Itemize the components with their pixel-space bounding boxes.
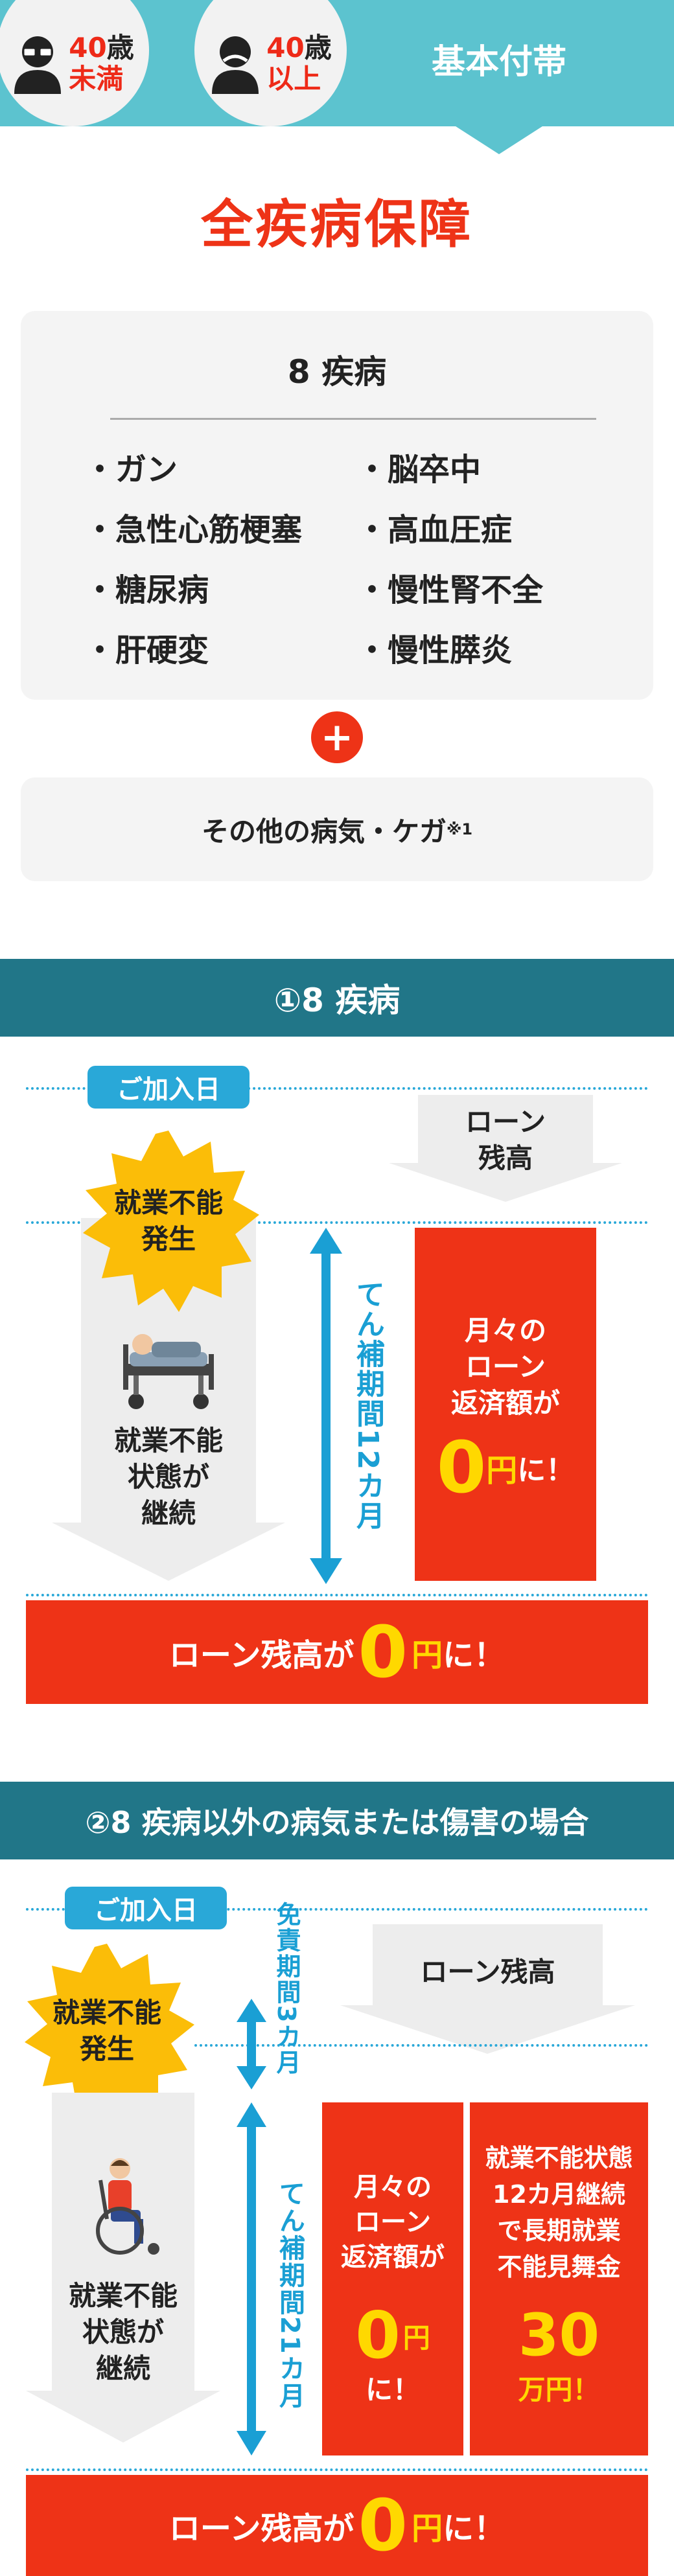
coverage-period-label-2: てん補期間21カ月 — [275, 2180, 305, 2409]
exempt-period-arrow — [237, 1999, 266, 2089]
disease-panel — [21, 311, 653, 700]
benefit-amount: 30 — [518, 2301, 600, 2369]
monthly-payment-box-2 — [322, 2102, 463, 2455]
banner-suffix: に！ — [443, 1637, 506, 1673]
end-line-2 — [26, 2468, 648, 2471]
age-over-label: 以上 — [266, 62, 321, 95]
benefit-amount-row: 30 — [470, 2303, 648, 2368]
disability-arrow — [52, 1218, 285, 1581]
banner-zero: 0 — [358, 1611, 408, 1694]
coverage-period-arrow-2 — [237, 2102, 266, 2455]
benefit-unit-row: 万円！ — [470, 2368, 648, 2407]
end-line — [26, 1594, 648, 1596]
exempt-end-line — [194, 2044, 648, 2047]
older-person-icon — [212, 36, 259, 94]
panel-divider — [110, 418, 596, 420]
disease-item: ・慢性腎不全 — [356, 572, 544, 608]
ni-text-2: に！ — [365, 2373, 420, 2406]
disability-continues-label-2: 就業不能 状態が 継続 — [68, 2280, 178, 2384]
zero-amount-2: 0 — [355, 2297, 401, 2373]
disability-onset-label-2: 就業不能 発生 — [52, 1997, 161, 2065]
section2-title: ②8 疾病以外の病気または傷害の場合 — [0, 1782, 674, 1859]
join-date-badge: ご加入日 — [87, 1066, 250, 1109]
disease-item: ・慢性膵炎 — [356, 632, 513, 669]
monthly-payment-box — [415, 1228, 596, 1581]
age-under-40-badge: 40歳 未満 — [0, 0, 149, 126]
coverage-period-label: てん補期間12カ月 — [351, 1280, 384, 1531]
loan-balance-arrow — [389, 1095, 622, 1202]
join-date-badge-2: ご加入日 — [65, 1887, 227, 1929]
banner-prefix: ローン残高が — [168, 1637, 354, 1673]
join-date-line-2 — [26, 1908, 648, 1911]
monthly-payment-label-2: 月々の ローン 返済額が — [341, 2172, 445, 2272]
benefit-unit: 万円！ — [518, 2373, 600, 2406]
hospital-bed-icon — [123, 1334, 214, 1409]
banner-suffix-2: に！ — [443, 2511, 506, 2547]
disability-arrow-2 — [26, 2093, 220, 2443]
other-panel: その他の病気・ケガ※1 — [21, 777, 653, 881]
disability-onset-burst-2 — [25, 1944, 194, 2119]
loan-balance-label-2: ローン残高 — [420, 1955, 555, 1988]
ni-text: に！ — [517, 1454, 575, 1487]
plus-icon: + — [311, 711, 363, 763]
loan-balance-label: ローン 残高 — [465, 1106, 546, 1174]
banner-prefix-2: ローン残高が — [168, 2511, 354, 2547]
age-over-40-badge: 40歳 以上 — [194, 0, 347, 126]
exempt-period-label: 免責期間3カ月 — [272, 1902, 301, 2076]
age-under-number: 40 — [69, 31, 107, 63]
monthly-payment-label: 月々の ローン 返済額が — [450, 1315, 560, 1419]
disease-item: ・高血圧症 — [356, 512, 513, 548]
disability-continues-label: 就業不能 状態が 継続 — [113, 1425, 223, 1529]
rider-pointer — [454, 125, 544, 154]
age-over-number: 40 — [266, 31, 305, 63]
age-under-label: 未満 — [69, 62, 124, 95]
banner-yen: 円 — [412, 1637, 443, 1673]
wheelchair-icon — [96, 2158, 159, 2255]
banner-yen-2: 円 — [412, 2511, 443, 2547]
yen-unit-2: 円 — [402, 2321, 430, 2354]
onset-line — [26, 1221, 648, 1224]
panel-heading: 8 疾病 — [287, 353, 387, 391]
disease-item: ・肝硬変 — [84, 632, 209, 669]
loan-balance-arrow-2 — [340, 1924, 635, 2054]
age-under-unit: 歳 — [106, 31, 134, 63]
disability-onset-burst — [83, 1131, 259, 1312]
disease-item: ・ガン — [84, 452, 178, 488]
section1-title: ①8 疾病 — [0, 959, 674, 1037]
young-person-icon — [14, 36, 62, 94]
disability-onset-label: 就業不能 発生 — [113, 1187, 223, 1255]
join-date-line — [26, 1087, 648, 1090]
rider-label: 基本付帯 — [431, 42, 566, 82]
long-term-benefit-box — [470, 2102, 648, 2455]
age-over-unit: 歳 — [304, 31, 332, 63]
banner-zero-2: 0 — [358, 2484, 408, 2567]
other-conditions-text: その他の病気・ケガ — [201, 815, 447, 847]
long-term-benefit-label: 就業不能状態 12カ月継続 で長期就業 不能見舞金 — [485, 2144, 633, 2281]
disease-item: ・糖尿病 — [84, 572, 209, 608]
disease-item: ・脳卒中 — [356, 452, 482, 488]
coverage-period-arrow — [310, 1228, 342, 1584]
footnote-marker: ※1 — [446, 820, 473, 838]
page-title: 全疾病保障 — [201, 194, 473, 255]
disease-item: ・急性心筋梗塞 — [84, 512, 303, 548]
zero-amount: 0 — [436, 1426, 487, 1509]
yen-unit: 円 — [486, 1453, 518, 1489]
